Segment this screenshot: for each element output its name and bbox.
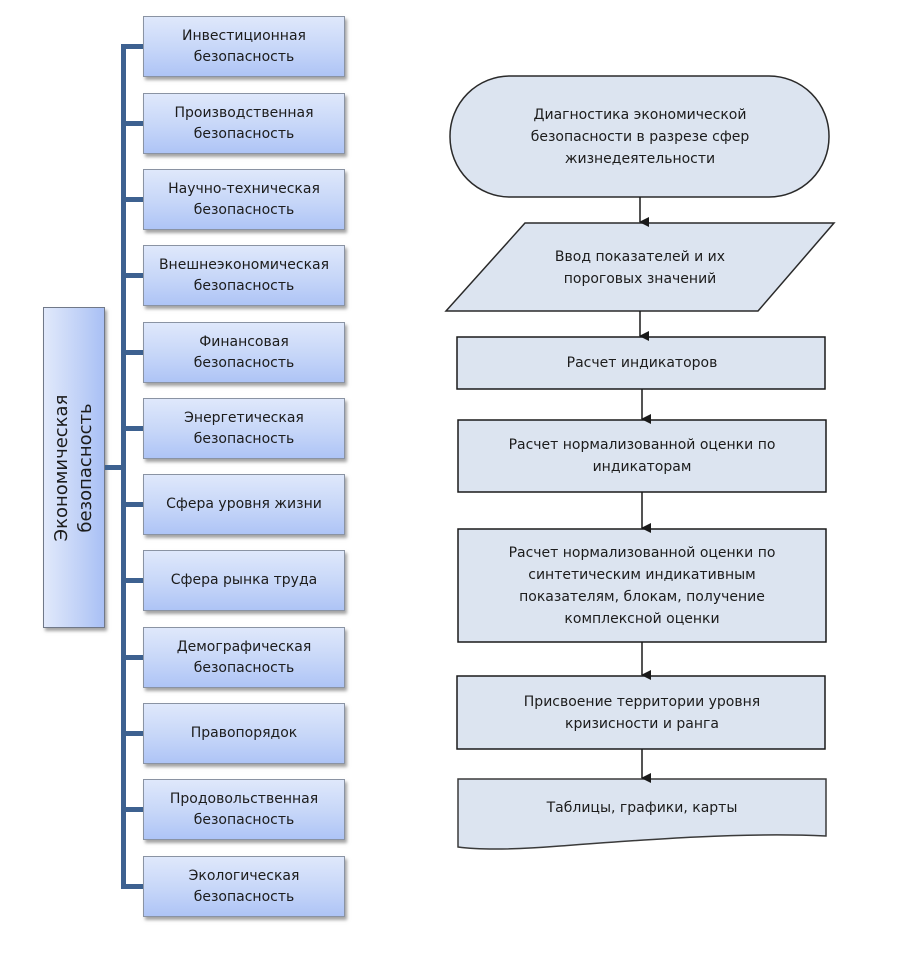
tree-trunk-line [121,44,126,889]
branch-node: Финансовая безопасность [143,322,345,383]
branch-connector-line [121,273,143,278]
branch-connector-line [121,197,143,202]
process-label-1: Расчет индикаторов [566,355,718,371]
root-connector-line [105,465,123,470]
branch-node: Экологическая безопасность [143,856,345,917]
branch-connector-line [121,502,143,507]
process-box-4 [456,675,826,750]
branch-node: Сфера рынка труда [143,550,345,611]
output-document-shape [457,778,827,850]
branch-node: Научно-техническая безопасность [143,169,345,230]
branch-connector-line [121,44,143,49]
process-box-3 [457,528,827,643]
process-box-2 [457,419,827,493]
branch-node: Инвестиционная безопасность [143,16,345,77]
output-document-label: Таблицы, графики, карты [546,800,738,816]
data-input-label: Ввод показателей и их пороговых значений [554,249,726,287]
branch-connector-line [121,655,143,660]
branch-node: Производственная безопасность [143,93,345,154]
branch-node: Правопорядок [143,703,345,764]
terminator-start-label: Диагностика экономической безопасности в… [530,107,750,167]
branch-node: Энергетическая безопасность [143,398,345,459]
branch-node: Продовольственная безопасность [143,779,345,840]
branch-connector-line [121,884,143,889]
branch-connector-line [121,426,143,431]
branch-node: Внешнеэкономическая безопасность [143,245,345,306]
process-label-3: Расчет нормализованной оценки по синтети… [508,544,776,627]
branch-node: Сфера уровня жизни [143,474,345,535]
root-node-economic-security: Экономическая безопасность [43,307,105,628]
branch-connector-line [121,807,143,812]
branch-connector-line [121,578,143,583]
branch-connector-line [121,121,143,126]
process-box-1 [456,336,826,390]
process-label-2: Расчет нормализованной оценки по индикат… [508,437,776,475]
branch-connector-line [121,350,143,355]
branch-node: Демографическая безопасность [143,627,345,688]
branch-connector-line [121,731,143,736]
process-label-4: Присвоение территории уровня кризисности… [523,693,761,732]
data-input-parallelogram [444,222,836,312]
